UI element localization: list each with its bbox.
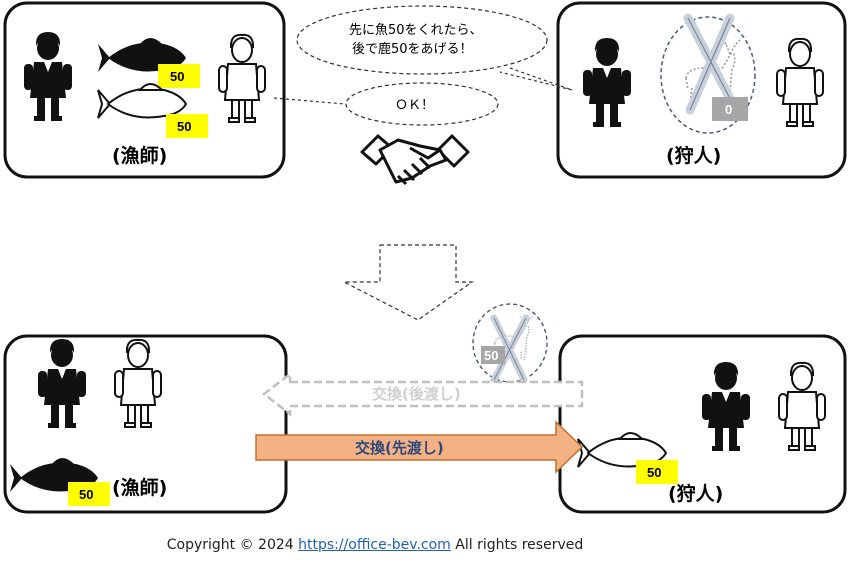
fisher-fish-amount-bottom: 50 [79, 487, 93, 502]
deer-cross-top [687, 17, 737, 111]
proposal-bubble [296, 5, 548, 75]
handshake-icon [360, 134, 470, 186]
white-fish-badge [166, 114, 208, 138]
hunter-label-bottom: (狩人) [668, 482, 723, 505]
fisher-fish-badge-bottom [68, 482, 110, 506]
first-exchange-arrow [255, 420, 584, 474]
down-arrow [343, 244, 474, 321]
hunter-panel-bottom [558, 334, 847, 514]
footer-link[interactable]: https://office-bev.com [298, 537, 451, 553]
hunter-fish-amount-bottom: 50 [647, 465, 661, 480]
reply-text: ＯＫ！ [395, 98, 434, 113]
later-exchange-arrow [261, 371, 584, 417]
footer-rights: All rights reserved [455, 537, 584, 553]
fisher-label-bottom: (漁師) [112, 476, 167, 499]
reply-bubble [345, 82, 499, 126]
deer-amount-bottom: 50 [484, 348, 498, 363]
deer-cross-bottom [493, 317, 527, 381]
black-fish-amount: 50 [170, 69, 184, 84]
later-exchange-label: 交換(後渡し) [372, 385, 461, 403]
footer-copyright: Copyright © 2024 [166, 537, 294, 553]
deer-badge-bottom [481, 346, 505, 364]
proposal-line-1: 先に魚50をくれたら、 [349, 23, 483, 38]
footer: Copyright © 2024 https://office-bev.com … [0, 537, 750, 553]
white-fish-amount: 50 [177, 119, 191, 134]
deer-amount-top: 0 [725, 102, 732, 117]
hunter-label-top: (狩人) [666, 144, 721, 167]
fisher-label-top: (漁師) [112, 144, 167, 167]
deer-circle-top [660, 16, 756, 134]
deer-badge-top [712, 97, 748, 121]
hunter-fish-badge-bottom [636, 460, 678, 484]
black-fish-badge [158, 64, 200, 88]
proposal-line-2: 後で鹿50をあげる！ [352, 41, 473, 57]
proposal-bubble-tail [499, 67, 573, 91]
first-exchange-label: 交換(先渡し) [355, 439, 444, 457]
